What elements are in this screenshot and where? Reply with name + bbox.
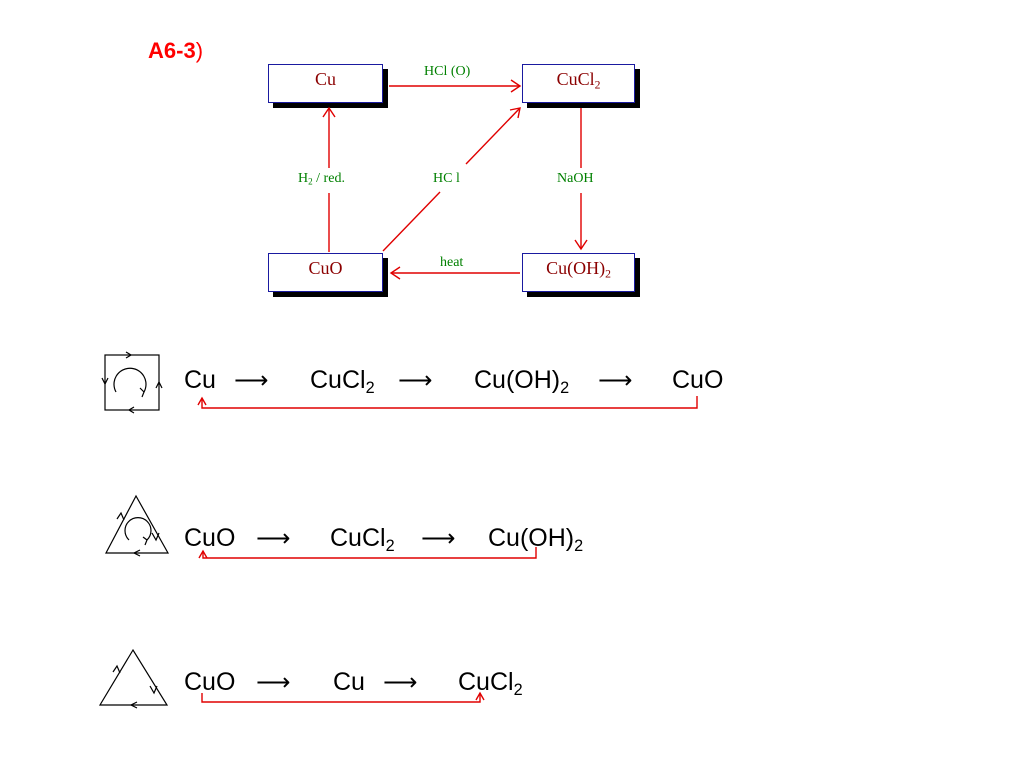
reaction-1-cucl2: CuCl2 — [310, 366, 375, 397]
reaction-2-cuo: CuO — [184, 524, 236, 552]
label-naoh: NaOH — [557, 171, 594, 186]
reaction-3-cuo: CuO — [184, 668, 236, 696]
triangle-cycle-icon — [105, 494, 170, 557]
reaction-3-arrow-1: ⟶ — [256, 668, 291, 696]
reaction-2-cuoh2: Cu(OH)2 — [488, 524, 584, 555]
reaction-2-arrow-2: ⟶ — [421, 524, 456, 552]
label-heat: heat — [440, 255, 464, 270]
reaction-3-cucl2: CuCl2 — [458, 668, 523, 699]
square-cycle-icon — [101, 351, 163, 414]
reaction-2-arrow-1: ⟶ — [256, 524, 291, 552]
reaction-1-cuo: CuO — [672, 366, 724, 394]
reaction-1-arrow-1: ⟶ — [234, 366, 269, 394]
reaction-1-arrow-2: ⟶ — [398, 366, 433, 394]
slide-title: A6-3) — [148, 38, 204, 63]
triangle-icon — [98, 648, 169, 709]
reaction-3-arrow-2: ⟶ — [383, 668, 418, 696]
reaction-2-cucl2: CuCl2 — [330, 524, 395, 555]
box-cucl2: CuCl2 — [522, 64, 635, 103]
reaction-1-cu: Cu — [184, 366, 216, 394]
reaction-3-cu: Cu — [333, 668, 365, 696]
box-cuoh2: Cu(OH)2 — [522, 253, 635, 292]
reaction-1-cuoh2: Cu(OH)2 — [474, 366, 570, 397]
label-h2-red: H2 / red. — [298, 171, 345, 187]
box-cuo: CuO — [268, 253, 383, 292]
reaction-1-arrow-3: ⟶ — [598, 366, 633, 394]
label-hcl: HC l — [433, 171, 460, 186]
box-cu: Cu — [268, 64, 383, 103]
label-hcl-o: HCl (O) — [424, 64, 471, 79]
